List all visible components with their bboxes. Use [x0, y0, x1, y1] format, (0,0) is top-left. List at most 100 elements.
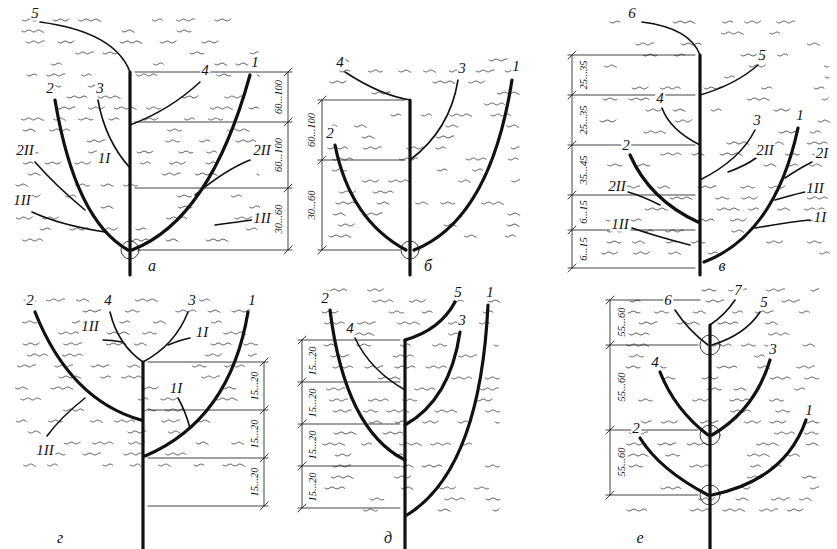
- crown-hatching-stroke: [235, 217, 253, 219]
- branch-number: 2: [25, 293, 35, 308]
- branch-number: 6: [663, 293, 673, 308]
- crown-hatching-stroke: [364, 213, 382, 215]
- tree-panel-stroke: [606, 300, 700, 495]
- crown-hatching-stroke: [177, 195, 191, 197]
- crown-hatching-stroke: [122, 376, 142, 378]
- crown-hatching-stroke: [236, 63, 248, 65]
- crown-hatching-stroke: [450, 114, 472, 116]
- crown-hatching-stroke: [741, 344, 755, 346]
- crown-hatching-stroke: [16, 217, 32, 219]
- crown-hatching-stroke: [603, 98, 617, 100]
- crown-hatching-stroke: [339, 191, 355, 193]
- crown-hatching-stroke: [137, 151, 153, 153]
- crown-hatching-stroke: [661, 421, 677, 423]
- crown-hatching-stroke: [248, 354, 256, 356]
- crown-hatching-stroke: [717, 208, 739, 210]
- crown-hatching-stroke: [83, 310, 101, 312]
- tree-panel-stroke: [47, 398, 85, 436]
- crown-hatching-stroke: [627, 509, 647, 511]
- crown-hatching-stroke: [811, 289, 819, 291]
- crown-hatching-stroke: [323, 443, 345, 445]
- crown-hatching-stroke: [629, 465, 643, 467]
- crown-hatching-stroke: [673, 109, 685, 111]
- crown-hatching-stroke: [16, 420, 26, 422]
- crown-hatching-stroke: [217, 74, 231, 76]
- crown-hatching-stroke: [162, 420, 180, 422]
- branch-number: 5: [30, 6, 40, 21]
- crown-hatching-stroke: [825, 77, 829, 79]
- dimension-label: 25...35: [579, 60, 590, 91]
- crown-hatching-stroke: [160, 41, 176, 43]
- tree-panel-stroke: [675, 310, 708, 345]
- crown-hatching-stroke: [804, 432, 818, 434]
- crown-hatching-stroke: [23, 162, 33, 164]
- crown-hatching-stroke: [511, 147, 519, 149]
- crown-hatching-stroke: [494, 345, 498, 347]
- branch-number: 4: [335, 55, 345, 70]
- crown-hatching-stroke: [636, 164, 650, 166]
- crown-hatching-stroke: [774, 432, 794, 434]
- crown-hatching-stroke: [159, 464, 171, 466]
- crown-hatching-stroke: [91, 365, 109, 367]
- crown-hatching-stroke: [59, 332, 79, 334]
- crown-hatching-stroke: [162, 173, 180, 175]
- crown-hatching-stroke: [718, 322, 738, 324]
- crown-hatching-stroke: [730, 219, 746, 221]
- crown-hatching-stroke: [51, 63, 61, 65]
- crown-hatching-stroke: [626, 366, 640, 368]
- crown-hatching-stroke: [206, 162, 216, 164]
- tree-panel-stroke: [32, 212, 105, 232]
- crown-hatching-stroke: [415, 388, 435, 390]
- crown-hatching-stroke: [610, 21, 620, 23]
- crown-hatching-stroke: [393, 355, 413, 357]
- crown-hatching-stroke: [629, 98, 649, 100]
- branch-number: 4: [655, 91, 665, 106]
- tree-panel-stroke: [284, 68, 292, 254]
- crown-hatching-stroke: [202, 41, 218, 43]
- crown-hatching-stroke: [811, 487, 819, 489]
- crown-hatching-stroke: [47, 74, 65, 76]
- crown-hatching-stroke: [134, 343, 146, 345]
- tree-panel-stroke: [130, 82, 200, 125]
- crown-hatching-stroke: [179, 151, 193, 153]
- crown-hatching-stroke: [28, 173, 40, 175]
- crown-hatching-stroke: [778, 208, 790, 210]
- crown-hatching-stroke: [604, 65, 616, 67]
- crown-hatching-stroke: [626, 454, 648, 456]
- branch-number: 3: [187, 293, 197, 308]
- crown-hatching-stroke: [46, 299, 64, 301]
- crown-hatching-stroke: [206, 239, 228, 241]
- tree-panel: [32, 22, 292, 275]
- crown-hatching-stroke: [512, 180, 520, 182]
- dimension-label: 30...60: [307, 190, 318, 221]
- crown-hatching-stroke: [101, 376, 111, 378]
- tree-panel: [568, 22, 812, 275]
- crown-hatching-stroke: [770, 32, 780, 34]
- panel-letter: г: [56, 530, 64, 546]
- tree-panel-stroke: [35, 162, 85, 210]
- branch-number: 6: [627, 6, 637, 21]
- crown-hatching-stroke: [733, 311, 743, 313]
- crown-hatching-stroke: [75, 52, 93, 54]
- crown-hatching-stroke: [211, 343, 231, 345]
- crown-hatching-stroke: [436, 136, 454, 138]
- tree-panel-stroke: [698, 55, 701, 275]
- crown-hatching-stroke: [765, 322, 777, 324]
- crown-hatching-stroke: [62, 354, 82, 356]
- branch-number: 2II: [15, 143, 35, 158]
- crown-hatching-stroke: [734, 388, 746, 390]
- crown-hatching-stroke: [67, 96, 87, 98]
- crown-hatching-stroke: [473, 169, 483, 171]
- branch-number: 3: [95, 81, 105, 96]
- crown-hatching-stroke: [258, 75, 260, 76]
- crown-hatching-stroke: [332, 169, 346, 171]
- crown-hatching-stroke: [383, 432, 403, 434]
- dimension-label: 55...60: [617, 447, 628, 478]
- tree-panel-stroke: [143, 312, 188, 362]
- dimension-label: 55...60: [617, 372, 628, 403]
- crown-hatching-stroke: [426, 366, 446, 368]
- crown-hatching-stroke: [424, 70, 436, 72]
- tree-panel-stroke: [414, 80, 512, 250]
- crown-hatching-stroke: [741, 54, 757, 56]
